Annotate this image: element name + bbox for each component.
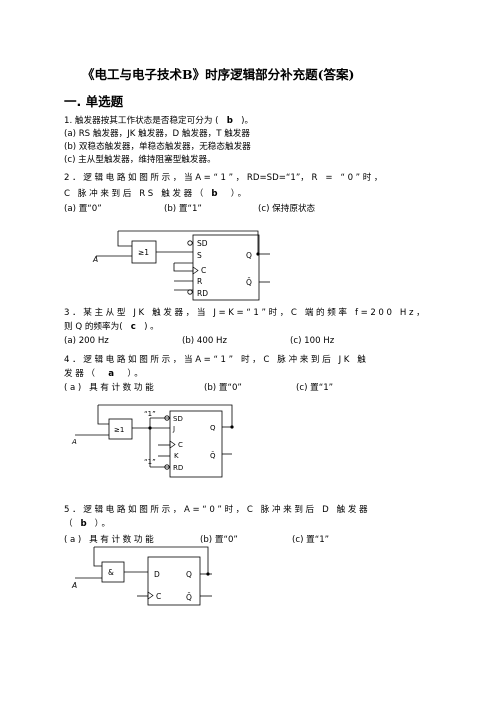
q4-pin-rd: RD	[173, 464, 183, 472]
q4-input-label: A	[71, 438, 77, 446]
q5-option-c: (c) 置“1”	[292, 535, 330, 545]
q3-option-b: (b) 400 Hz	[182, 336, 227, 346]
q4-pin-sd: SD	[173, 415, 183, 423]
q2-line2: C 脉冲来到后 RS 触发器（ b ）。	[64, 190, 249, 199]
q5-pin-c: C	[156, 592, 161, 601]
q3-answer: c	[130, 322, 136, 332]
q4-pin-k: K	[174, 452, 179, 460]
q2-option-c: (c) 保持原状态	[258, 204, 316, 214]
q5-line2-a: （	[64, 519, 76, 529]
q2-pin-r: R	[197, 277, 202, 286]
q4-option-b: (b) 置“0”	[204, 383, 242, 393]
q2-line2-b: ）。	[230, 189, 249, 199]
q5-answer: b	[80, 519, 90, 529]
q4-option-a: (a) 具有计数功能	[64, 383, 157, 393]
section-heading: 一. 单选题	[64, 94, 124, 109]
q2-option-a: (a) 置“0”	[64, 204, 102, 214]
q4-gate-label: ≥1	[114, 426, 124, 434]
q4-pin-c: C	[178, 441, 183, 449]
q5-d-flipflop	[147, 556, 201, 606]
q5-line1: 5．逻辑电路如图所示，A=“0”时，C 脉冲来到后 D 触发器	[64, 505, 371, 515]
q3-option-a: (a) 200 Hz	[64, 336, 109, 346]
q4-pin-qbar: Q̄	[210, 451, 216, 460]
q2-line1-b: ，R = “0”时，	[300, 173, 386, 183]
q1-stem-end: )。	[241, 116, 254, 126]
q2-pin-q: Q	[246, 251, 252, 260]
q1-stem: 1. 触发器按其工作状态是否稳定可分为 ( b )。	[64, 117, 253, 126]
q2-pin-c: C	[201, 266, 206, 275]
q4-answer: a	[108, 369, 117, 379]
q2-pin-qbar: Q̄	[246, 278, 252, 287]
q1-option-b: (b) 双稳态触发器，单稳态触发器，无稳态触发器	[64, 142, 251, 152]
q5-line2: （ b ）。	[64, 520, 113, 529]
q5-option-a: (a) 具有计数功能	[64, 535, 157, 545]
q5-input-label: A	[71, 581, 77, 590]
q4-or-gate	[108, 418, 133, 440]
q2-option-b: (b) 置“1”	[164, 204, 202, 214]
q4-line2: 发器（ a ）。	[64, 370, 145, 379]
q1-answer: b	[226, 116, 233, 126]
q3-line1: 3．某主从型 JK 触发器，当 J=K=“1”时，C 端的频率 f=200 Hz…	[64, 308, 428, 318]
q4-line1: 4．逻辑电路如图所示，当A=“1” 时，C 脉冲来到后 JK 触	[64, 355, 369, 365]
q4-pin-q: Q	[210, 424, 216, 432]
q3-line2-a: 则 Q 的频率为(	[64, 322, 123, 332]
q2-input-label: A	[92, 255, 98, 264]
q2-pin-sd: SD	[197, 239, 208, 248]
q3-option-c: (c) 100 Hz	[290, 336, 335, 346]
q5-option-b: (b) 置“0”	[200, 535, 238, 545]
q5-pin-qbar: Q̄	[186, 593, 192, 602]
q4-line2-b: ）。	[127, 369, 146, 379]
q2-pin-s: S	[197, 251, 202, 260]
q3-line2-b: ) 。	[144, 322, 159, 332]
q4-line2-a: 发器（	[64, 369, 98, 379]
q2-line1: 2．逻辑电路如图所示，当A=“1”，RD=SD=“1”，R = “0”时，	[64, 174, 385, 183]
q5-gate-label: &	[108, 568, 114, 577]
document-title: 《电工与电子技术B》时序逻辑部分补充题(答案)	[82, 67, 355, 82]
q5-line2-b: ）。	[94, 519, 113, 529]
q2-gate-label: ≥1	[138, 248, 149, 257]
q1-option-a: (a) RS 触发器，JK 触发器，D 触发器，T 触发器	[64, 129, 250, 139]
q2-line2-a: C 脉冲来到后 RS 触发器（	[64, 189, 206, 199]
q4-pin-j: J	[172, 425, 175, 433]
q4-const-bottom: “1”	[144, 458, 156, 466]
q2-line1-sd: RD=SD=“1”	[246, 173, 301, 183]
q5-pin-d: D	[154, 570, 160, 579]
q3-line2: 则 Q 的频率为( c ) 。	[64, 323, 159, 332]
q1-option-c: (c) 主从型触发器，维持阻塞型触发器。	[64, 155, 216, 165]
q2-line1-a: 2．逻辑电路如图所示，当A=“1”，	[64, 173, 247, 183]
q2-answer: b	[211, 189, 221, 199]
q1-stem-text: 1. 触发器按其工作状态是否稳定可分为 (	[64, 116, 219, 126]
q4-option-c: (c) 置“1”	[296, 383, 334, 393]
q4-const-top: “1”	[144, 410, 156, 418]
q5-pin-q: Q	[186, 570, 192, 579]
q2-pin-rd: RD	[197, 289, 208, 298]
